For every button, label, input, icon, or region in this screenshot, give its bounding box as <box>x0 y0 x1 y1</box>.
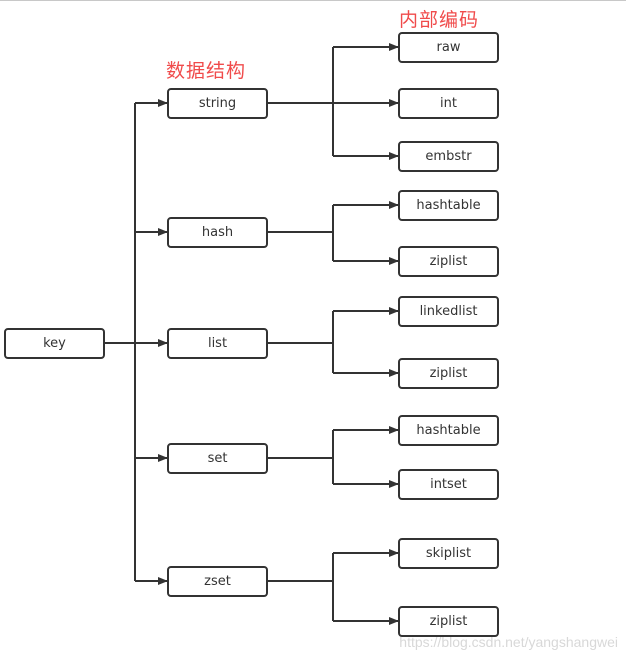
node-encoding-ziplist: ziplist <box>398 358 499 389</box>
node-encoding-ziplist: ziplist <box>398 246 499 277</box>
node-type-list: list <box>167 328 268 359</box>
node-encoding-hashtable: hashtable <box>398 415 499 446</box>
node-encoding-linkedlist: linkedlist <box>398 296 499 327</box>
node-type-string: string <box>167 88 268 119</box>
node-type-set: set <box>167 443 268 474</box>
node-type-hash: hash <box>167 217 268 248</box>
node-encoding-intset: intset <box>398 469 499 500</box>
node-encoding-int: int <box>398 88 499 119</box>
heading-data-structure: 数据结构 <box>166 60 247 82</box>
heading-internal-encoding: 内部编码 <box>399 9 480 31</box>
node-encoding-hashtable: hashtable <box>398 190 499 221</box>
node-encoding-skiplist: skiplist <box>398 538 499 569</box>
node-encoding-ziplist: ziplist <box>398 606 499 637</box>
watermark: https://blog.csdn.net/yangshangwei <box>399 634 618 650</box>
node-type-zset: zset <box>167 566 268 597</box>
top-border <box>0 0 626 1</box>
node-encoding-embstr: embstr <box>398 141 499 172</box>
node-key: key <box>4 328 105 359</box>
node-encoding-raw: raw <box>398 32 499 63</box>
